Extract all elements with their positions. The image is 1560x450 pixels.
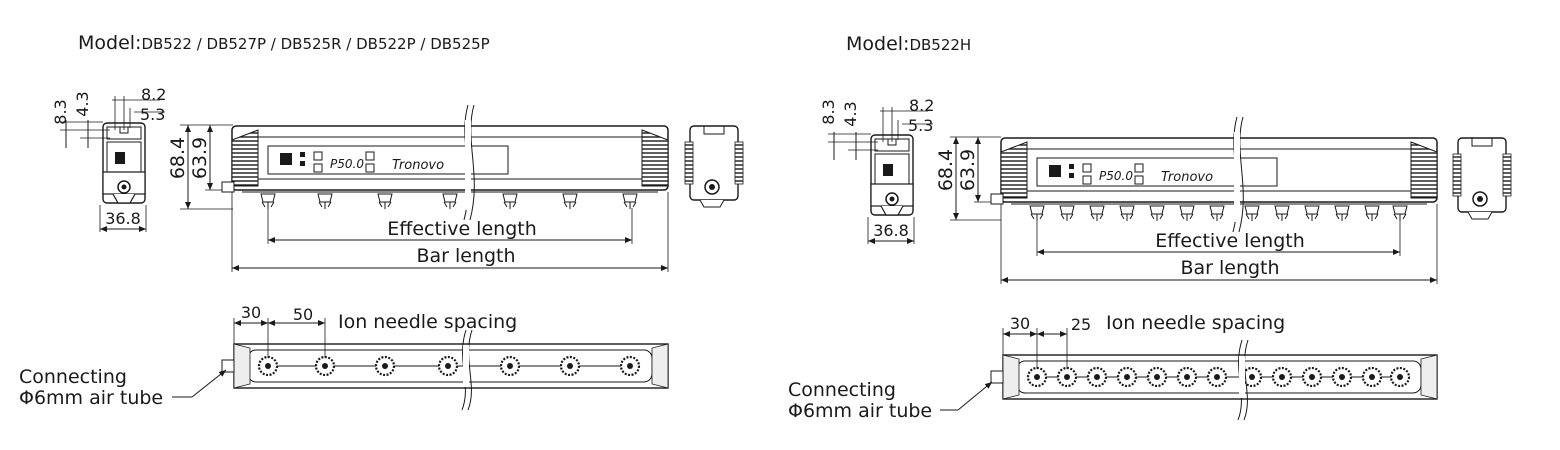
dim-68-4-left: 68.4 [167,137,189,179]
spacing-dimensions-left: 30 50 Ion needle spacing [233,303,517,358]
emitter-needles-right [1029,205,1408,221]
display-readout-left: P50.0 [330,157,364,171]
end-view-dimensions-right: 8.3 4.3 8.2 5.3 36.8 [819,96,934,244]
air-tube-label-right: Φ6mm air tube [788,400,932,422]
connecting-label-right: Connecting [788,379,896,401]
dim-8-2-right: 8.2 [909,96,934,115]
air-tube-callout-left: Connecting Φ6mm air tube [19,366,227,409]
dim-8-2-left: 8.2 [141,85,166,104]
drawing-right: Model:DB522H 8.3 4.3 8.2 5 [788,33,1512,422]
dim-63-9-left: 63.9 [189,137,211,179]
dim-30-right: 30 [1010,314,1030,333]
model-title-right: Model:DB522H [846,33,971,55]
dim-63-9-right: 63.9 [957,149,979,191]
effective-length-label-right: Effective length [1155,230,1305,252]
dim-36-8-right: 36.8 [873,221,909,240]
ion-needle-spacing-label-right: Ion needle spacing [1106,312,1285,334]
dim-30-left: 30 [241,303,261,322]
dim-spacing-right: 25 [1071,315,1091,334]
dim-spacing-left: 50 [293,305,313,324]
front-view-bar-right: P50.0 Tronovo [990,137,1438,205]
emitter-needles-left [260,193,638,209]
dim-5-3-right: 5.3 [908,116,933,135]
spacing-dimensions-right: 30 25 Ion needle spacing [1002,312,1285,369]
air-tube-callout-right: Connecting Φ6mm air tube [788,379,993,422]
display-readout-right: P50.0 [1099,169,1133,183]
needle-rosettes-left [257,355,641,377]
dim-5-3-left: 5.3 [140,105,165,124]
dim-4-3-left: 4.3 [73,91,92,116]
dim-8-3-right: 8.3 [819,99,838,124]
end-view-right [870,134,914,216]
ion-needle-spacing-label-left: Ion needle spacing [338,311,517,333]
brand-logo-right: Tronovo [1161,170,1213,185]
end-view-dimensions-left: 8.3 4.3 8.2 5.3 36.8 [51,85,166,232]
air-tube-label-left: Φ6mm air tube [19,387,163,409]
right-end-view-left [684,125,744,208]
front-view-bar-left: P50.0 Tronovo [221,125,669,193]
brand-logo-left: Tronovo [392,158,444,173]
model-title-left: Model:DB522 / DB527P / DB525R / DB522P /… [78,32,490,54]
dim-8-3-left: 8.3 [51,99,70,124]
dim-36-8-left: 36.8 [105,209,141,228]
dim-68-4-right: 68.4 [935,149,957,191]
length-dimensions-left: Effective length Bar length [231,192,669,272]
right-end-view-right [1452,137,1512,220]
bar-length-label-left: Bar length [416,245,515,267]
height-dimensions-right: 68.4 63.9 [935,136,1001,221]
effective-length-label-left: Effective length [387,218,537,240]
drawing-left: Model:DB522 / DB527P / DB525R / DB522P /… [19,32,744,411]
end-view-left [102,122,146,204]
length-dimensions-right: Effective length Bar length [1000,204,1438,284]
needle-rosettes-right [1026,366,1411,388]
connecting-label-left: Connecting [19,366,127,388]
height-dimensions-left: 68.4 63.9 [167,124,233,210]
dim-4-3-right: 4.3 [841,101,860,126]
bar-length-label-right: Bar length [1180,257,1279,279]
